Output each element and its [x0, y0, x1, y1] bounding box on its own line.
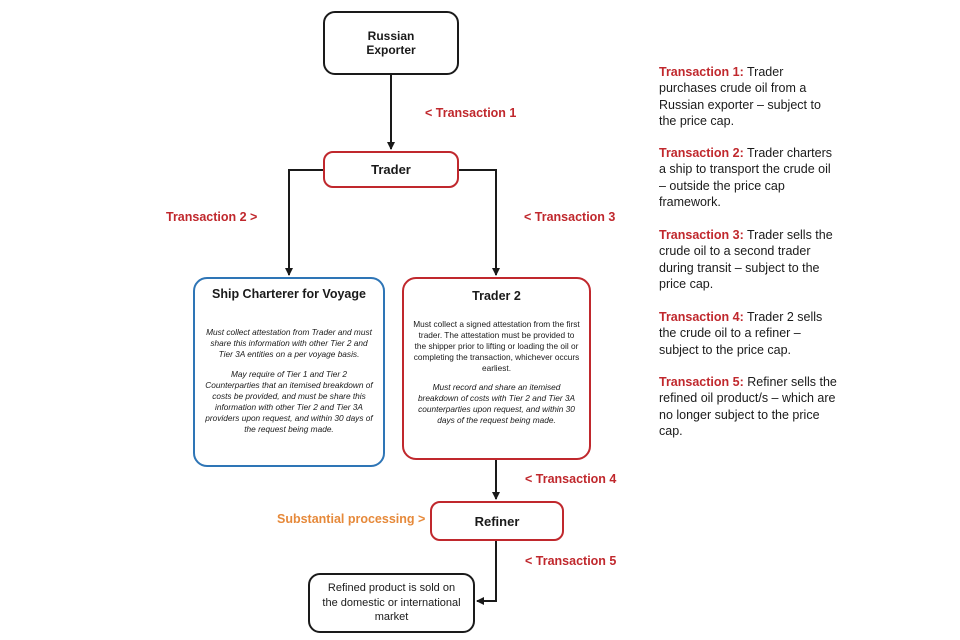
label-transaction-4: < Transaction 4 — [525, 472, 617, 486]
charterer-note-attestation: Must collect attestation from Trader and… — [206, 327, 372, 359]
legend-key-2: Transaction 2: — [659, 146, 744, 160]
legend-text-4: Trader 2 sells the crude oil to a refine… — [659, 310, 823, 357]
legend-text-5: Refiner sells the refined oil product/s … — [659, 375, 837, 438]
legend-transaction-5: Transaction 5: Refiner sells the refined… — [659, 374, 839, 439]
label-transaction-3: < Transaction 3 — [524, 210, 616, 224]
market-label: Refined product is sold on the domestic … — [322, 582, 461, 624]
label-transaction-2: Transaction 2 > — [166, 210, 258, 224]
trader2-note-attestation: Must collect a signed attestation from t… — [413, 319, 580, 373]
charterer-note-costs: May require of Tier 1 and Tier 2 Counter… — [205, 369, 373, 434]
charterer-title: Ship Charterer for Voyage — [212, 287, 366, 301]
node-trader-2: Trader 2 Must collect a signed attestati… — [402, 277, 591, 460]
arrow-trader-to-charterer — [285, 169, 323, 276]
node-refiner: Refiner — [430, 501, 564, 541]
arrow-trader-to-trader2 — [459, 169, 500, 276]
trader2-note-costs: Must record and share an itemised breakd… — [417, 382, 576, 425]
legend-transaction-3: Transaction 3: Trader sells the crude oi… — [659, 227, 839, 292]
label-substantial-processing: Substantial processing > — [277, 512, 426, 526]
legend-key-1: Transaction 1: — [659, 65, 744, 79]
trader2-title: Trader 2 — [472, 289, 521, 303]
legend-text-1: Trader purchases crude oil from a Russia… — [659, 65, 821, 128]
legend-transaction-1: Transaction 1: Trader purchases crude oi… — [659, 64, 839, 129]
exporter-label-line1: Russian — [367, 29, 415, 43]
legend-key-3: Transaction 3: — [659, 228, 744, 242]
trader-label: Trader — [371, 162, 411, 177]
arrow-refiner-to-market — [476, 541, 497, 605]
node-market: Refined product is sold on the domestic … — [308, 573, 475, 633]
label-transaction-1: < Transaction 1 — [425, 106, 517, 120]
legend-key-4: Transaction 4: — [659, 310, 744, 324]
legend-key-5: Transaction 5: — [659, 375, 744, 389]
legend-text-3: Trader sells the crude oil to a second t… — [659, 228, 833, 291]
node-ship-charterer: Ship Charterer for Voyage Must collect a… — [193, 277, 385, 467]
node-trader: Trader — [323, 151, 459, 188]
legend-transaction-2: Transaction 2: Trader charters a ship to… — [659, 145, 839, 210]
label-transaction-5: < Transaction 5 — [525, 554, 617, 568]
legend-text-2: Trader charters a ship to transport the … — [659, 146, 832, 209]
legend-transaction-4: Transaction 4: Trader 2 sells the crude … — [659, 309, 839, 358]
node-russian-exporter: Russian Exporter — [323, 11, 459, 75]
refiner-label: Refiner — [474, 513, 520, 529]
exporter-label-line2: Exporter — [366, 43, 416, 57]
